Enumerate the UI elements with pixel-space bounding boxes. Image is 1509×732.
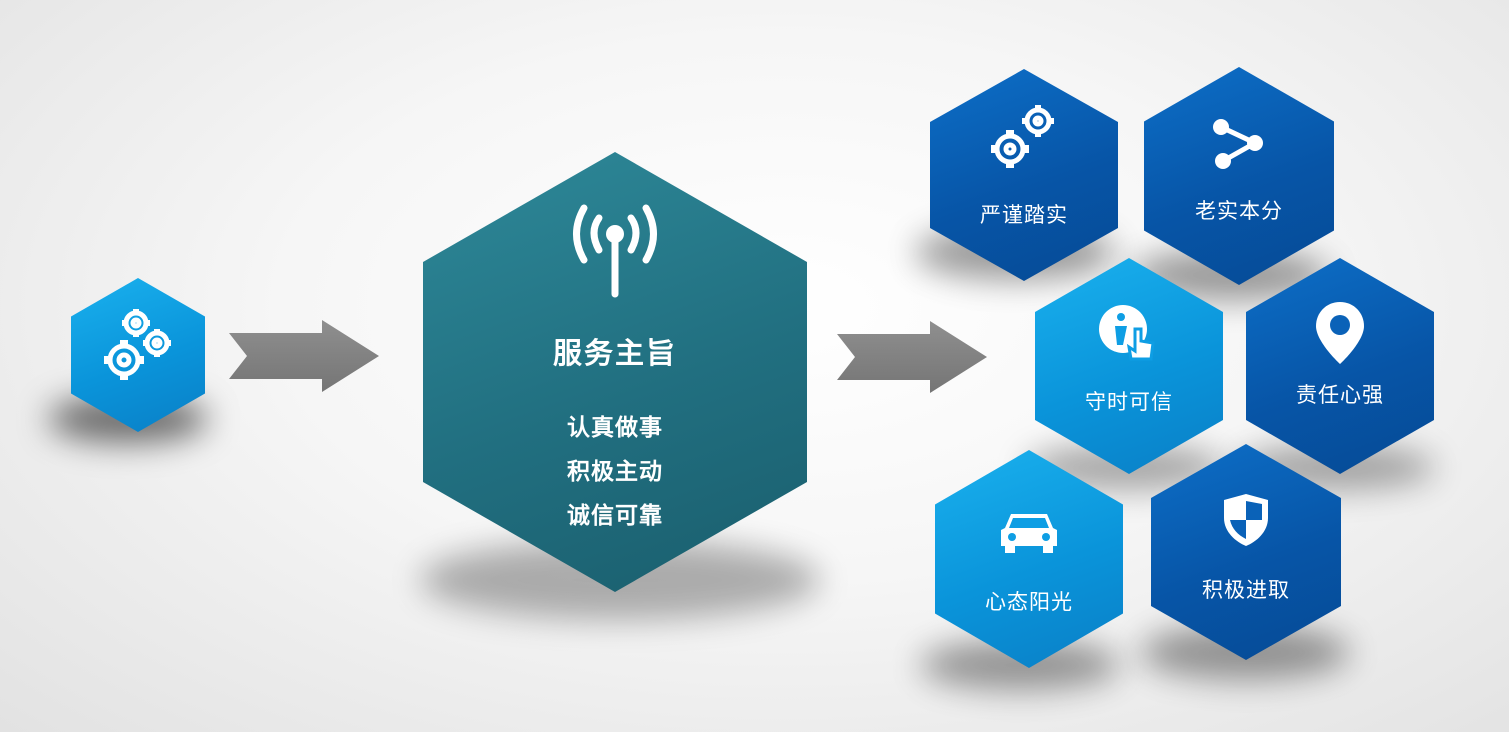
center-title: 服务主旨 — [552, 336, 677, 370]
gears-icon — [991, 105, 1054, 168]
arrow-right — [837, 321, 987, 393]
center-hexagon: 服务主旨 认真做事 积极主动 诚信可靠 — [423, 152, 807, 592]
center-line-3: 诚信可靠 — [567, 503, 663, 529]
value-label: 心态阳光 — [985, 590, 1073, 614]
info-touch-icon — [1099, 305, 1155, 361]
center-line-1: 认真做事 — [567, 415, 663, 441]
value-label: 严谨踏实 — [980, 203, 1068, 227]
value-label: 责任心强 — [1296, 383, 1384, 407]
value-label: 积极进取 — [1202, 578, 1290, 602]
value-hexagon-punctual: 守时可信 — [1035, 258, 1223, 474]
shield-icon — [1224, 494, 1268, 546]
signal-antenna-icon — [573, 204, 657, 298]
value-hexagon-responsible: 责任心强 — [1246, 258, 1434, 474]
center-line-2: 积极主动 — [567, 459, 663, 485]
value-label: 老实本分 — [1195, 199, 1283, 223]
location-pin-icon — [1316, 302, 1364, 364]
car-icon — [1001, 514, 1057, 553]
gears-icon — [104, 309, 171, 380]
value-hexagon-honest: 老实本分 — [1144, 67, 1334, 285]
share-nodes-icon — [1213, 119, 1263, 169]
value-label: 守时可信 — [1085, 390, 1173, 414]
arrow-right — [229, 320, 379, 392]
